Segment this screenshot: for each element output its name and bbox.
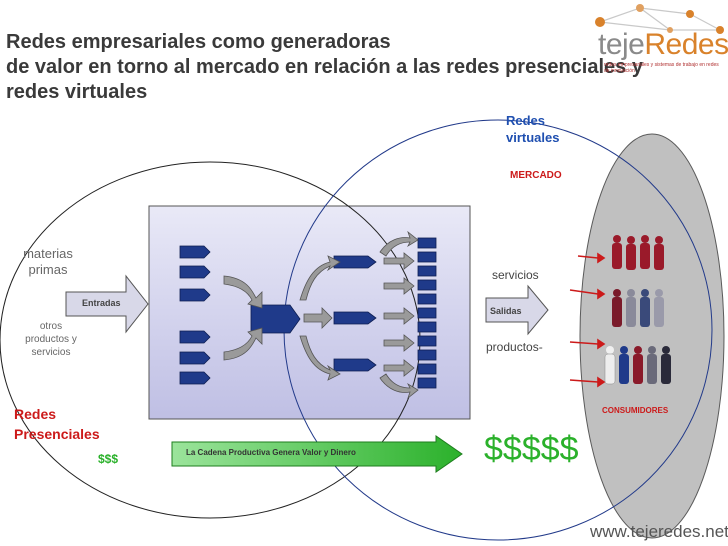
redes-presenciales-line-2: Presenciales (14, 426, 100, 442)
title-line-3: redes virtuales (6, 81, 148, 103)
step-box (179, 265, 211, 279)
logo-part-2: Redes (644, 28, 728, 61)
logo-part-1: teje (598, 28, 645, 61)
curved-arrow (299, 335, 341, 381)
salidas-label: Salidas (490, 306, 522, 316)
consumer-figure-row (612, 235, 664, 270)
redes-virtuales-line-2: virtuales (506, 130, 560, 145)
curved-arrow (223, 275, 263, 309)
step-box (333, 358, 377, 372)
step-box (179, 351, 211, 365)
step-box (179, 371, 211, 385)
step-box (179, 288, 211, 302)
value-chain-arrow (171, 435, 463, 473)
logo-tagline: redes empresariales y sistemas de trabaj… (604, 62, 719, 74)
output-box (417, 293, 437, 305)
productos-text: productos (486, 340, 539, 354)
output-box (417, 377, 437, 389)
consumer-figure-row (612, 289, 664, 327)
output-boxes (417, 237, 437, 389)
otros-line-3: servicios (31, 347, 71, 358)
curved-arrow (379, 230, 419, 257)
output-box (417, 349, 437, 361)
money-small-label: $$$ (98, 452, 119, 466)
output-box (417, 251, 437, 263)
materias-line-2: primas (28, 262, 68, 277)
entradas-label: Entradas (82, 298, 121, 308)
step-box-center (250, 304, 301, 334)
output-box (417, 335, 437, 347)
output-box (417, 307, 437, 319)
network-logo-icon (595, 4, 724, 34)
small-arrow (383, 359, 415, 377)
step-box (333, 311, 377, 325)
otros-productos-label: otros productos y servicios (16, 320, 86, 359)
process-step-boxes (179, 245, 377, 385)
page-title: Redes empresariales como generadoras de … (6, 30, 726, 105)
value-chain-label: La Cadena Productiva Genera Valor y Dine… (186, 448, 356, 457)
small-arrow (383, 307, 415, 325)
step-box (179, 330, 211, 344)
materias-primas-label: materias primas (20, 246, 76, 278)
small-arrow (383, 334, 415, 352)
entradas-arrow (65, 274, 149, 334)
curved-arrow (299, 255, 341, 301)
consumer-arrows (569, 252, 606, 388)
curved-arrow (379, 373, 419, 400)
consumidores-label: CONSUMIDORES (602, 406, 669, 415)
redes-virtuales-line-1: Redes (506, 113, 546, 128)
website-label: www.tejeredes.net (590, 522, 728, 541)
output-box (417, 363, 437, 375)
output-box (417, 321, 437, 333)
small-arrow (383, 252, 415, 270)
output-box (417, 237, 437, 249)
step-box (179, 245, 211, 259)
consumer-ellipse (579, 133, 725, 539)
curved-arrow (223, 327, 263, 361)
title-line-1: Redes empresariales como generadoras (6, 31, 391, 53)
title-line-2: de valor en torno al mercado en relación… (6, 56, 643, 78)
output-box (417, 265, 437, 277)
redes-presenciales-label: Redes Presenciales (14, 404, 100, 444)
redes-virtuales-label: Redes virtuales (506, 112, 559, 146)
money-big-label: $$$$$ (484, 430, 579, 468)
straight-arrow (303, 307, 333, 329)
otros-line-1: otros (39, 321, 63, 332)
productos-label: productos- (486, 340, 543, 354)
small-arrow (383, 277, 415, 295)
salidas-arrow (485, 284, 549, 336)
servicios-label: servicios (492, 268, 539, 282)
consumer-figure-row (604, 346, 671, 385)
consumer-figures (604, 235, 671, 385)
materias-line-1: materias (23, 246, 73, 261)
flow-arrows (223, 230, 419, 400)
redes-presenciales-line-1: Redes (14, 406, 57, 422)
logo-text: tejeRedes (598, 28, 728, 62)
mercado-label: MERCADO (510, 170, 562, 181)
otros-line-2: productos y (25, 334, 77, 345)
output-box (417, 279, 437, 291)
